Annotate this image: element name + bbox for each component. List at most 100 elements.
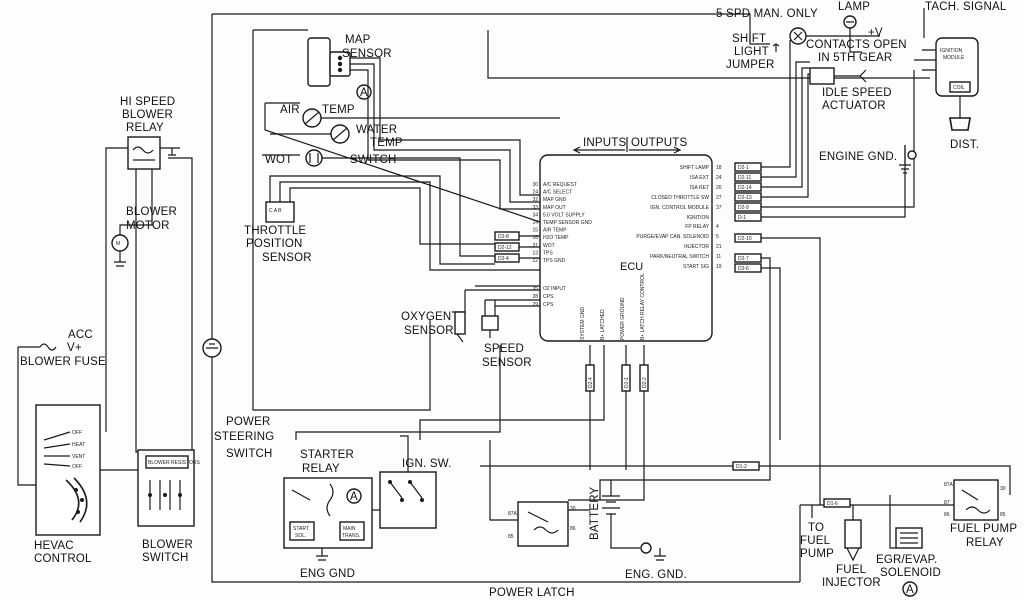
five-spd-label: 5 SPD MAN. ONLY <box>716 8 818 20</box>
hi-speed-label-1: HI SPEED <box>120 96 175 108</box>
ps-label-3: SWITCH <box>226 448 273 460</box>
shift-label-1: SHIFT <box>732 33 766 45</box>
starter-section: STARTER RELAY A START SOL. MAIN TRANS. E… <box>283 345 501 580</box>
hevac-pos-3: OFF <box>72 464 82 470</box>
ecu-left-pin-label: 5.0 VOLT SUPPLY <box>543 212 585 218</box>
svg-text:M: M <box>116 241 120 247</box>
contacts-label-2: CONTACTS OPEN <box>806 39 907 51</box>
hevac-label-2: CONTROL <box>34 553 92 565</box>
ecu-left-pin-number: 12 <box>532 258 538 264</box>
power-steering-section: POWER STEERING SWITCH <box>202 338 274 460</box>
ecu-right-pin-label: IGN. CONTROL MODULE <box>650 205 709 211</box>
hevac-label-1: HEVAC <box>34 540 74 552</box>
vplus-label: V+ <box>67 342 82 354</box>
ecu-right-pin-number: 27 <box>716 195 722 201</box>
latch-87a: 87A <box>508 511 518 517</box>
hevac-section: ACC V+ BLOWER FUSE OFF HEAT VENT OFF HEV… <box>17 329 106 565</box>
tps-label-2: POSITION <box>246 238 303 250</box>
fp-30: 30 <box>1000 486 1006 492</box>
ecu-left-pin-number: 31 <box>532 243 538 249</box>
sensors-lower: OXYGEN SENSOR SPEED SENSOR <box>401 285 540 369</box>
fuel-injector-label-1: FUEL <box>836 564 867 576</box>
air-label: AIR <box>280 104 300 116</box>
circle-a-map-label: A <box>360 87 368 99</box>
ps-label-2: STEERING <box>214 431 274 443</box>
to-fuel-pump-2: FUEL <box>800 535 831 547</box>
hevac-control <box>35 404 101 536</box>
fp-87: 87 <box>944 500 950 506</box>
battery-label: BATTERY <box>589 486 601 540</box>
ecu-bottom-pin-label: POWER GROUND <box>620 297 626 340</box>
ecu-right-pin-label: START SIG <box>683 264 709 270</box>
blower-resistors-label: BLOWER RESISTORS <box>148 460 201 466</box>
top-right-components: 5 SPD MAN. ONLY LAMP +V CONTACTS OPEN IN… <box>716 1 1007 174</box>
oxygen-label-1: OXYGEN <box>401 311 451 323</box>
blower-switch-label-2: SWITCH <box>142 552 189 564</box>
idle-speed-actuator <box>809 67 835 85</box>
tag-r-6: D2-10 <box>738 236 752 242</box>
fuel-pump-relay-label-2: RELAY <box>966 537 1004 549</box>
fp-85: 85 <box>1000 512 1006 518</box>
engine-gnd-label: ENGINE GND. <box>819 151 897 163</box>
ecu-lower-pin-label: O2 INPUT <box>543 286 566 292</box>
ecu-right-pin-number: 18 <box>716 165 722 171</box>
map-label-1: MAP <box>345 34 371 46</box>
contacts-label-1: +V <box>868 27 883 39</box>
ecu-right-pin-number: 19 <box>716 264 722 270</box>
ecu-lower-pin-label: CPS <box>543 302 554 308</box>
fuel-section: TO FUEL PUMP FUEL INJECTOR EGR/EVAP. SOL… <box>799 479 1017 597</box>
ign-module-label-2: MODULE <box>943 55 965 61</box>
egr-label-1: EGR/EVAP. <box>876 554 937 566</box>
fuel-pump-relay <box>953 479 999 521</box>
ecu-right-pin-number: 11 <box>716 254 721 260</box>
tag-d2-12: D2-12 <box>498 245 512 251</box>
hevac-pos-2: VENT <box>72 454 85 460</box>
tps-label-1: THROTTLE <box>244 225 306 237</box>
hi-speed-label-2: BLOWER <box>122 109 173 121</box>
oxygen-label-2: SENSOR <box>404 325 454 337</box>
lamp-label: LAMP <box>838 1 870 13</box>
hevac-pos-1: HEAT <box>72 442 85 448</box>
tag-m-1: D1-1 <box>624 377 630 388</box>
tag-m-0: D2-4 <box>588 377 594 388</box>
svg-text:C A B: C A B <box>269 208 282 214</box>
power-latch-label: POWER LATCH <box>489 587 575 599</box>
ecu-left-pin-number: 24 <box>532 190 538 196</box>
starter-label-2: RELAY <box>302 463 340 475</box>
tag-r-5: D-1 <box>738 215 746 221</box>
ecu-left-pin-number: 13 <box>532 250 538 256</box>
temp-sensors: AIR TEMP WATER TEMP WOT SWITCH <box>262 102 560 257</box>
power-latch-relay <box>517 501 569 547</box>
latch-85: 85 <box>508 534 514 540</box>
ecu-lower-pin-number: 29 <box>532 302 538 308</box>
ecu-lower-pin-label: CPS <box>543 294 554 300</box>
ecu-bottom-pin-label: SYSTEM GND <box>580 307 586 340</box>
latch-30: 30 <box>570 506 576 512</box>
ecu-right-pin-label: IGNITION <box>687 215 710 221</box>
outputs-label: OUTPUTS <box>631 137 687 149</box>
ecu-left-pin-label: A/C REQUEST <box>543 182 577 188</box>
ecu-right-pin-number: 4 <box>716 224 719 230</box>
ecu-right-pin-label: SHIFT LAMP <box>680 165 710 171</box>
dist-label: DIST. <box>950 139 979 151</box>
start-sol-label-2: SOL. <box>295 533 306 539</box>
ecu-left-pin-number: 33 <box>532 205 538 211</box>
idle-label-1: IDLE SPEED <box>822 87 892 99</box>
ecu-left-pin-label: TPS <box>543 250 553 256</box>
blower-relay-section: HI SPEED BLOWER RELAY BLOWER MOTOR M <box>105 96 193 453</box>
ecu-left-pin-number: 30 <box>532 182 538 188</box>
blower-label-2: MOTOR <box>126 220 170 232</box>
ecu-box <box>539 154 713 342</box>
switch-label: SWITCH <box>350 154 397 166</box>
ecu-left-pin-label: AIR TEMP <box>543 228 567 234</box>
fuel-injector-label-2: INJECTOR <box>822 577 881 589</box>
ecu-right-pin-number: 5 <box>716 234 719 240</box>
ecu-right-pin-label: FP RELAY <box>685 224 709 230</box>
tag-d2-4: D2-4 <box>498 256 509 262</box>
fuel-pump-relay-label-1: FUEL PUMP <box>950 523 1017 535</box>
map-sensor: MAP SENSOR A <box>307 34 540 210</box>
